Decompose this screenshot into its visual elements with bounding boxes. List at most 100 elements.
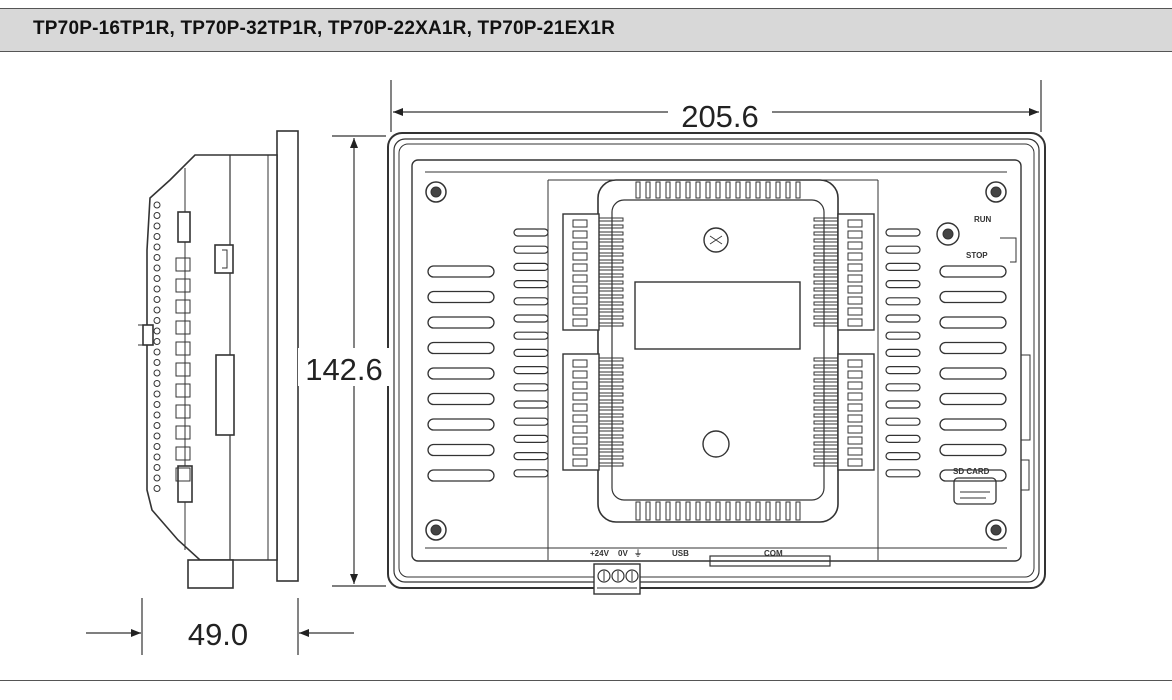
cooling-fin	[685, 501, 691, 521]
cooling-fin	[745, 181, 751, 199]
vent-slot-small	[513, 280, 549, 289]
terminal-pin	[598, 301, 624, 306]
terminal-pin	[598, 371, 624, 376]
cooling-fin	[725, 181, 731, 199]
vent-slot-small	[885, 262, 921, 271]
model-title: TP70P-16TP1R, TP70P-32TP1R, TP70P-22XA1R…	[33, 18, 616, 39]
terminal-pin	[598, 252, 624, 257]
side-pin-icon	[153, 380, 161, 387]
terminal-block-br	[837, 353, 875, 471]
terminal-pin	[598, 315, 624, 320]
terminal-screw-cell	[847, 414, 863, 423]
vent-slots-inner-right	[885, 228, 921, 478]
terminal-screw-cell	[847, 285, 863, 294]
terminal-pin	[813, 266, 839, 271]
cooling-fin	[675, 181, 681, 199]
vent-slot-small	[885, 280, 921, 289]
terminal-screw-cell	[847, 296, 863, 305]
terminal-screw-cell	[572, 458, 588, 467]
terminal-screw-cell	[572, 241, 588, 250]
terminal-pin	[813, 217, 839, 222]
terminal-screw-cell	[847, 318, 863, 327]
side-terminal	[175, 257, 191, 272]
side-terminal	[175, 341, 191, 356]
terminal-pin	[598, 434, 624, 439]
terminal-pin	[813, 455, 839, 460]
terminal-pin	[813, 294, 839, 299]
vent-slot-small	[885, 383, 921, 392]
cooling-fin	[695, 501, 701, 521]
cooling-fin	[705, 501, 711, 521]
terminal-pin	[598, 364, 624, 369]
vent-slot-small	[513, 348, 549, 357]
cooling-fin	[645, 181, 651, 199]
terminal-screw-cell	[847, 274, 863, 283]
terminal-pin	[813, 399, 839, 404]
vent-slot	[939, 316, 1007, 329]
side-pin-icon	[153, 390, 161, 398]
depth-value: 49.0	[188, 617, 248, 652]
power-terminal	[593, 563, 641, 595]
terminal-screw-cell	[572, 370, 588, 379]
center-fins-bottom	[635, 501, 801, 521]
vent-slot-small	[513, 314, 549, 323]
terminal-pin	[813, 308, 839, 313]
vent-slot-small	[513, 434, 549, 443]
vent-slot-small	[513, 262, 549, 271]
side-pin-icon	[153, 233, 161, 240]
terminal-pin	[598, 224, 624, 229]
terminal-pin	[813, 462, 839, 467]
terminal-pin	[813, 357, 839, 362]
terminal-pin	[598, 217, 624, 222]
terminal-screw-cell	[572, 381, 588, 390]
terminal-pin	[598, 420, 624, 425]
side-pin-icon	[153, 296, 161, 303]
side-housing	[146, 154, 278, 561]
header-bar: TP70P-16TP1R, TP70P-32TP1R, TP70P-22XA1R…	[0, 8, 1172, 52]
vent-slot-small	[513, 245, 549, 254]
side-pin-icon	[153, 275, 161, 282]
terminal-pin	[598, 322, 624, 327]
vent-slot	[939, 265, 1007, 278]
terminal-screw-cell	[847, 447, 863, 456]
terminal-pin	[813, 322, 839, 327]
terminal-screw-cell	[847, 307, 863, 316]
terminal-teeth	[572, 217, 863, 467]
label-window	[634, 281, 801, 350]
cooling-fin	[775, 501, 781, 521]
terminal-pin	[813, 273, 839, 278]
lower-hole-icon	[702, 430, 730, 458]
vent-slot-small	[885, 469, 921, 478]
terminal-screw-cell	[572, 414, 588, 423]
terminal-screw-cell	[847, 219, 863, 228]
terminal-pin	[598, 266, 624, 271]
side-pin-icon	[153, 254, 161, 261]
terminal-pin	[813, 315, 839, 320]
vent-slot-small	[885, 348, 921, 357]
terminal-screw-cell	[847, 381, 863, 390]
vent-slot	[427, 341, 495, 355]
terminal-pin	[813, 406, 839, 411]
terminal-pin	[813, 441, 839, 446]
terminal-pin	[813, 427, 839, 432]
vent-slot	[939, 469, 1007, 482]
terminal-screw-cell	[572, 230, 588, 239]
center-fins-top	[635, 181, 801, 199]
vent-slot	[427, 418, 495, 431]
cooling-fin	[635, 501, 641, 521]
vent-slot-small	[513, 417, 549, 426]
label-run: RUN	[974, 215, 992, 224]
vent-slot-small	[885, 314, 921, 323]
terminal-pin	[813, 252, 839, 257]
cooling-fin	[755, 181, 761, 199]
vent-slot-small	[885, 245, 921, 254]
mounting-screw-bl-icon	[425, 519, 447, 541]
side-pin-icon	[153, 212, 161, 219]
side-pin-icon	[153, 317, 161, 324]
cooling-fin	[755, 501, 761, 521]
vent-slot-small	[885, 400, 921, 409]
cooling-fin	[745, 501, 751, 521]
terminal-screw-cell	[572, 318, 588, 327]
side-terminal	[175, 467, 191, 482]
center-module	[597, 179, 839, 523]
